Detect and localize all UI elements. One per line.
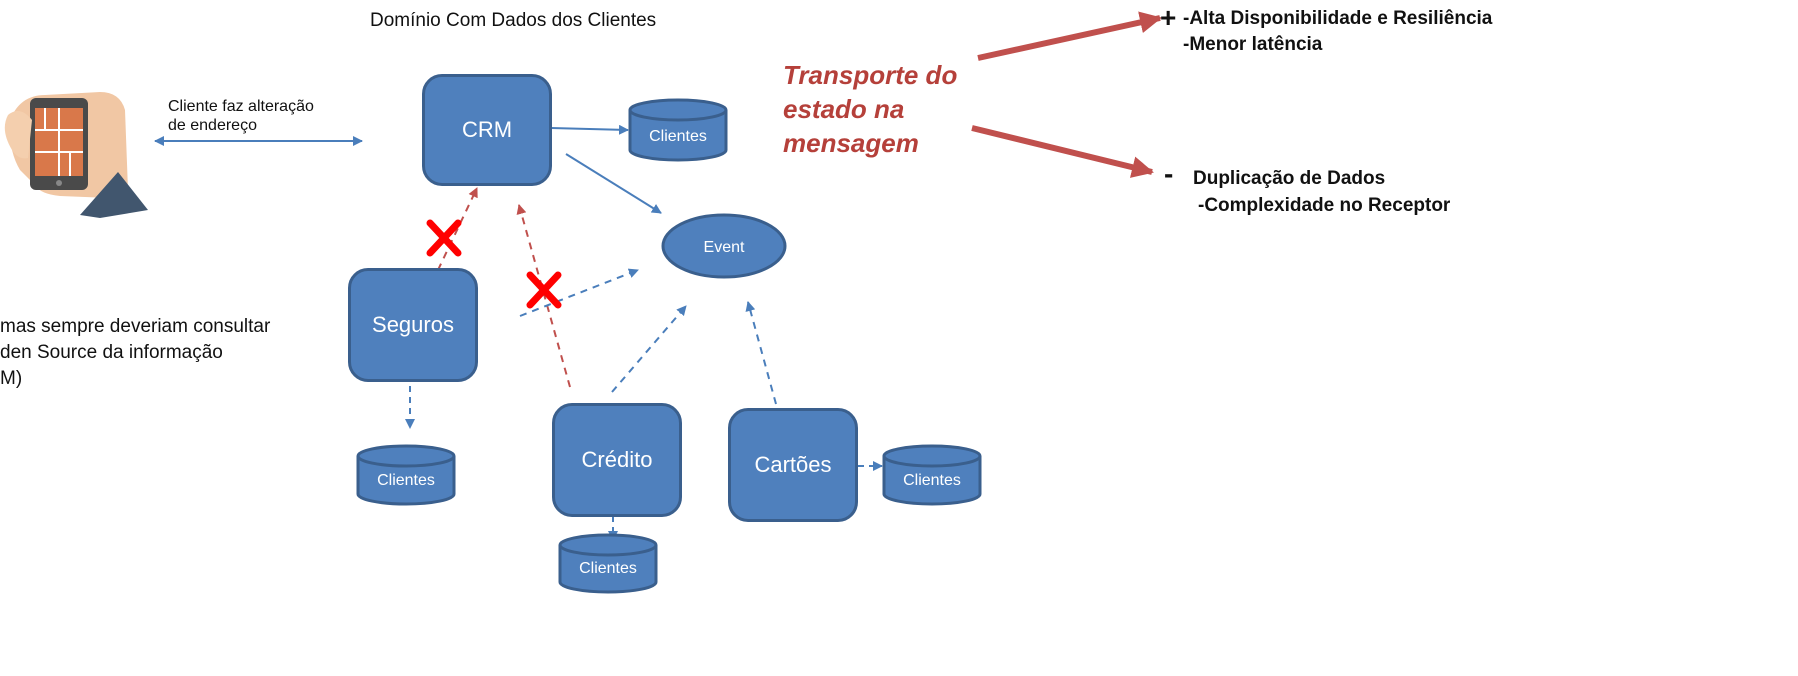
domain-title: Domínio Com Dados dos Clientes [370,10,657,31]
pros-line2: -Menor latência [1183,34,1323,55]
credito-event-arrow [611,305,687,393]
database-label: Clientes [377,472,435,489]
pros-pointer-arrow [977,11,1162,61]
phone-in-hand-icon [4,92,148,218]
blocked-cross-icon [426,219,462,257]
crm-service-label: CRM [461,117,513,142]
credito-crm-blocked-arrow [516,204,571,388]
crm-event-arrow [565,153,662,214]
event-node: Event [661,213,787,279]
credito-service-box: Crédito [552,403,682,517]
cartoes-service-box: Cartões [728,408,858,522]
cons-line1: Duplicação de Dados [1193,168,1386,189]
seguros-event-arrow [519,268,639,317]
crm-db-arrow [550,124,629,135]
credito-service-label: Crédito [581,447,653,472]
crm-database: Clientes [628,98,728,162]
pros-line1: -Alta Disponibilidade e Resiliência [1183,8,1493,29]
credito-database: Clientes [558,533,658,594]
pros-sign: + [1160,2,1177,33]
blocked-cross-icon [526,271,562,309]
crm-service-box: CRM [422,74,552,186]
side-note-line3: M) [0,368,23,389]
phone-note-line1: Cliente faz alteração [168,98,314,115]
cartoes-database: Clientes [882,444,982,506]
seguros-crm-blocked-arrow [437,187,478,271]
seguros-service-box: Seguros [348,268,478,382]
side-note-line1: mas sempre deveriam consultar [0,316,271,337]
cons-sign: - [1164,158,1174,189]
cartoes-event-arrow [745,301,777,405]
seguros-database: Clientes [356,444,456,506]
seguros-service-label: Seguros [372,312,454,337]
cons-pointer-arrow [971,125,1154,178]
database-label: Clientes [903,472,961,489]
event-label: Event [704,239,745,256]
database-label: Clientes [649,128,707,145]
pattern-label-line1: Transporte do [783,60,958,90]
database-label: Clientes [579,560,637,577]
pattern-label-line2: estado na [783,94,905,124]
cartoes-service-label: Cartões [754,452,832,477]
phone-note-line2: de endereço [168,117,257,134]
side-note-line2: den Source da informação [0,342,223,363]
cons-line2: -Complexidade no Receptor [1198,195,1451,216]
pattern-label-line3: mensagem [783,128,919,158]
